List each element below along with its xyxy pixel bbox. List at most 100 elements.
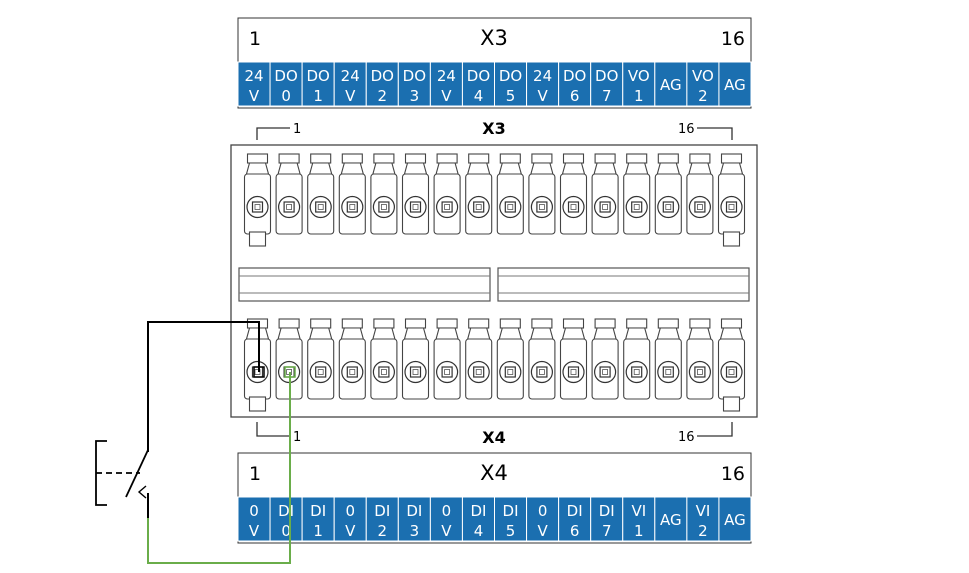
x4-pin-label-top: 0 bbox=[538, 502, 548, 520]
black-wire bbox=[147, 321, 260, 430]
x3-pin-cells: 24VDO0DO124VDO2DO324VDO4DO524VDO6DO7VO1A… bbox=[237, 61, 752, 107]
x3-terminal bbox=[717, 153, 746, 235]
x3-terminal bbox=[338, 153, 366, 235]
x4-pin-label-bottom: 3 bbox=[410, 522, 420, 540]
x3-terminal bbox=[370, 153, 398, 235]
x4-pin-cell bbox=[590, 496, 624, 542]
x3-terminal bbox=[465, 153, 493, 235]
x4-pin-label-top: VI bbox=[696, 502, 711, 520]
terminal-block bbox=[230, 144, 758, 418]
x4-pin-label-bottom: V bbox=[345, 522, 356, 540]
x4-connector-label-group: 1 X4 16 bbox=[256, 422, 733, 447]
x4-pin-cell bbox=[686, 496, 720, 542]
x3-connector-label-group: 1 X3 16 bbox=[256, 119, 733, 140]
x4-pin-cell bbox=[301, 496, 335, 542]
x4-pin-label-top: 0 bbox=[249, 502, 259, 520]
x3-pin-label-bottom: 2 bbox=[378, 87, 388, 105]
x3-pin-cell bbox=[429, 61, 463, 107]
x4-terminal bbox=[243, 318, 272, 400]
x3-terminal bbox=[496, 153, 524, 235]
x3-pin-cell bbox=[237, 61, 271, 107]
x4-pin-cell bbox=[237, 496, 271, 542]
x4-connector-first: 1 bbox=[293, 430, 301, 445]
x4-pin-label-top: DI bbox=[567, 502, 583, 520]
x3-pin-label-bottom: V bbox=[441, 87, 452, 105]
x3-pin-cell bbox=[494, 61, 528, 107]
x4-pin-label-bottom: 7 bbox=[602, 522, 612, 540]
x3-terminal-row bbox=[243, 153, 746, 247]
x3-pin-label-bottom: V bbox=[345, 87, 356, 105]
x4-pin-label-bottom: 0 bbox=[281, 522, 291, 540]
green-wire bbox=[147, 372, 291, 564]
x3-pin-label-bottom: 1 bbox=[634, 87, 644, 105]
x3-pin-label-top: DO bbox=[306, 67, 329, 85]
x4-pin-label-top: DI bbox=[278, 502, 294, 520]
x3-table-first-num: 1 bbox=[249, 28, 261, 50]
x3-pin-label-top: 24 bbox=[437, 67, 456, 85]
x3-pin-label-top: DO bbox=[274, 67, 297, 85]
x4-terminal bbox=[401, 318, 430, 400]
x4-terminal bbox=[528, 318, 556, 400]
x4-table-first-num: 1 bbox=[249, 463, 261, 485]
x3-pin-label-top: 24 bbox=[341, 67, 360, 85]
switch-icon bbox=[95, 430, 149, 518]
x4-pin-label-top: 0 bbox=[442, 502, 452, 520]
x3-table-title: X3 bbox=[480, 26, 508, 50]
x4-pin-cell bbox=[718, 496, 752, 542]
x3-pin-label-bottom: V bbox=[249, 87, 260, 105]
x4-terminal bbox=[307, 318, 335, 400]
x3-pin-label-top: DO bbox=[499, 67, 522, 85]
x4-connector-last: 16 bbox=[678, 430, 695, 445]
x3-pin-label-top: VO bbox=[692, 67, 714, 85]
x3-table-last-num: 16 bbox=[721, 28, 745, 50]
x3-pin-label-bottom: 7 bbox=[602, 87, 612, 105]
x3-pin-label-top: VO bbox=[628, 67, 650, 85]
x4-pin-label-bottom: 5 bbox=[506, 522, 516, 540]
x3-pin-label-top: DO bbox=[403, 67, 426, 85]
x3-terminal bbox=[528, 153, 556, 235]
x4-pin-cell bbox=[461, 496, 495, 542]
x4-pin-table: 1 X4 16 0VDI0DI10VDI2DI30VDI4DI50VDI6DI7… bbox=[237, 452, 752, 544]
x3-pin-label-bottom: 6 bbox=[570, 87, 580, 105]
x3-pin-label-top: DO bbox=[563, 67, 586, 85]
x4-pin-label-top: DI bbox=[374, 502, 390, 520]
x4-terminal bbox=[654, 318, 682, 400]
wire-terminal-marker bbox=[284, 366, 296, 378]
x4-table-last-num: 16 bbox=[721, 463, 745, 485]
x3-pin-table: 1 X3 16 24VDO0DO124VDO2DO324VDO4DO524VDO… bbox=[237, 17, 752, 109]
x3-end-foot bbox=[722, 231, 741, 247]
x4-pin-label: AG bbox=[660, 511, 682, 529]
x3-pin-label-top: DO bbox=[467, 67, 490, 85]
x4-pin-cell bbox=[622, 496, 656, 542]
x4-connector-label: X4 bbox=[482, 428, 505, 447]
x4-terminal bbox=[591, 318, 619, 400]
x3-pin-label: AG bbox=[724, 76, 746, 94]
x4-pin-label-bottom: V bbox=[249, 522, 260, 540]
x3-pin-label-bottom: 2 bbox=[698, 87, 708, 105]
x4-pin-label-bottom: 4 bbox=[474, 522, 484, 540]
x4-pin-cell bbox=[526, 496, 560, 542]
x3-pin-label-bottom: 5 bbox=[506, 87, 516, 105]
x4-pin-label-bottom: V bbox=[537, 522, 548, 540]
x3-pin-cell bbox=[365, 61, 399, 107]
x3-pin-label-top: 24 bbox=[244, 67, 263, 85]
x4-pin-cell bbox=[269, 496, 303, 542]
x3-pin-label-bottom: 4 bbox=[474, 87, 484, 105]
x3-pin-cell bbox=[558, 61, 592, 107]
x3-pin-label-bottom: 0 bbox=[281, 87, 291, 105]
x4-terminal bbox=[623, 318, 651, 400]
x3-pin-cell bbox=[461, 61, 495, 107]
wire-terminal-marker bbox=[253, 366, 265, 378]
x4-pin-label-bottom: V bbox=[441, 522, 452, 540]
x3-pin-cell bbox=[718, 61, 752, 107]
x4-terminal bbox=[465, 318, 493, 400]
x4-table-title: X4 bbox=[480, 461, 508, 485]
x4-pin-label-bottom: 2 bbox=[378, 522, 388, 540]
x4-terminal bbox=[559, 318, 588, 400]
x3-pin-cell bbox=[686, 61, 720, 107]
x3-pin-label: AG bbox=[660, 76, 682, 94]
x4-pin-label-bottom: 1 bbox=[313, 522, 323, 540]
x3-terminal bbox=[275, 153, 303, 235]
